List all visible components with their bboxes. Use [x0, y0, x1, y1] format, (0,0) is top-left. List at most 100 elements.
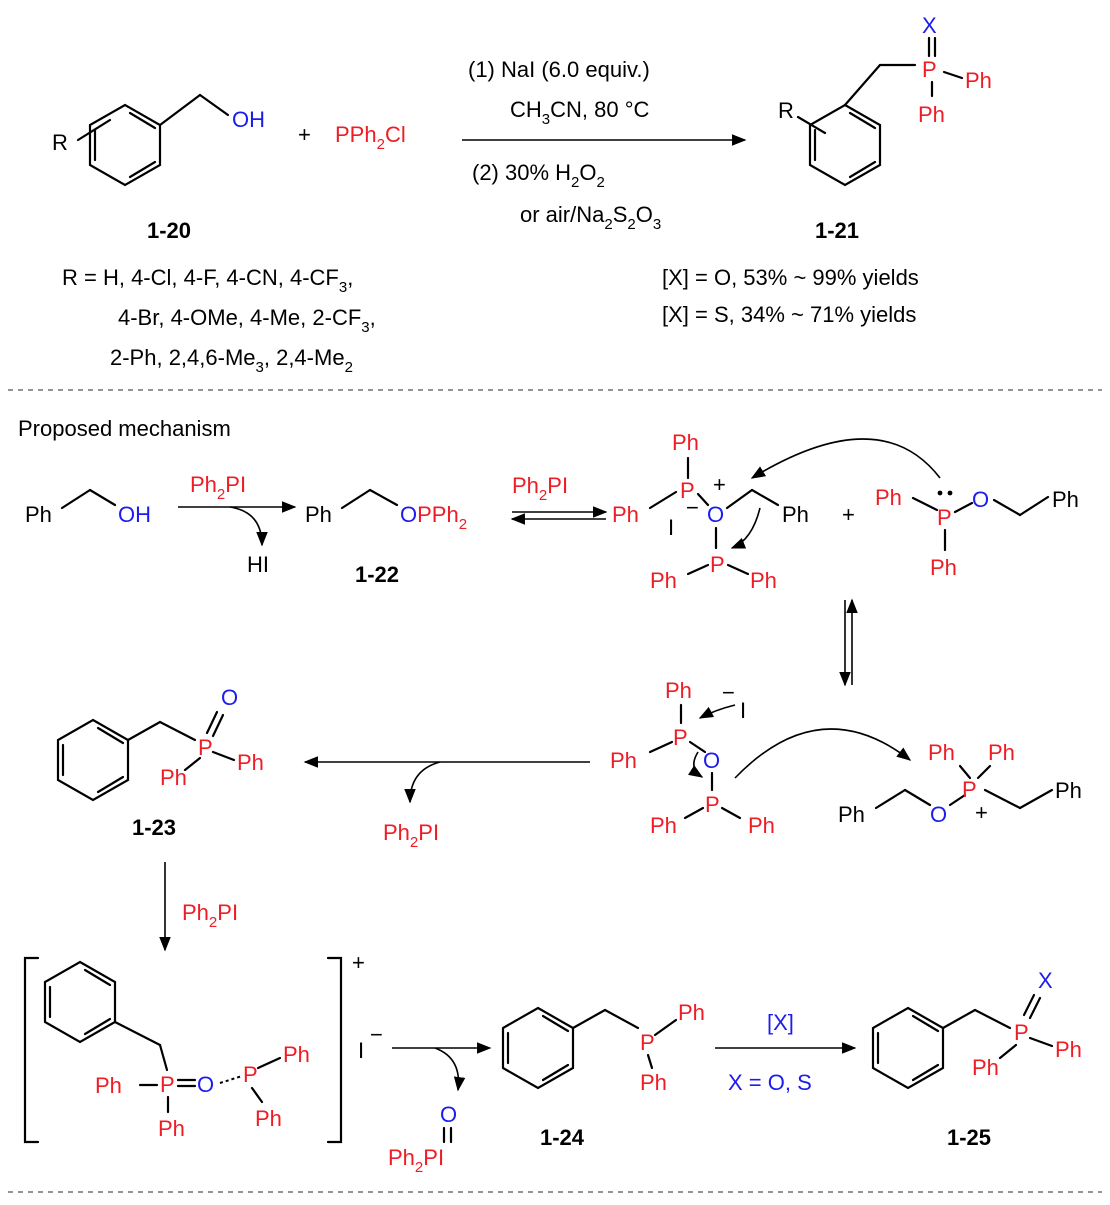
r-list-line-3: 2-Ph, 2,4,6-Me3, 2,4-Me2 [110, 345, 353, 376]
product-p: P [922, 57, 937, 82]
yield-oxide: [X] = O, 53% ~ 99% yields [662, 265, 919, 290]
compound-label-1-21: 1-21 [815, 218, 859, 243]
o-label: O [703, 748, 720, 773]
p-label: P [705, 792, 720, 817]
o-label: O [440, 1102, 457, 1127]
r-list-line-1: R = H, 4-Cl, 4-F, 4-CN, 4-CF3, [62, 265, 353, 296]
ph-label: Ph [678, 1000, 705, 1025]
arrow-oxide-release [434, 1047, 466, 1092]
compound-label-1-23: 1-23 [132, 815, 176, 840]
p-label: P [198, 735, 213, 760]
ph-label: Ph [1055, 778, 1082, 803]
ph-label: Ph [612, 502, 639, 527]
plus-sign-mech: + [842, 502, 855, 527]
attack-arrow-row2 [734, 728, 912, 779]
compound-1-25: X P Ph Ph 1-25 [871, 968, 1082, 1150]
opph2-label: OPPh2 [400, 502, 467, 533]
minus-label: − [370, 1022, 383, 1047]
mechanism-title: Proposed mechanism [18, 416, 231, 441]
p-label: P [640, 1030, 655, 1055]
hi-byproduct: HI [247, 552, 269, 577]
minus-label: − [686, 495, 699, 520]
ph-label: Ph [255, 1106, 282, 1131]
arrow-hi-release [229, 506, 268, 547]
plus-label: + [713, 472, 726, 497]
ph-label: Ph [305, 502, 332, 527]
ph-label: Ph [95, 1073, 122, 1098]
ph-label: Ph [972, 1055, 999, 1080]
ph-label: Ph [930, 555, 957, 580]
o-label: O [930, 802, 947, 827]
ph-label: Ph [750, 568, 777, 593]
ph-label: Ph [748, 813, 775, 838]
ph-label: Ph [1052, 487, 1079, 512]
phosphonium-intermediate: Ph P Ph I − O + Ph P Ph Ph [612, 430, 809, 593]
compound-1-24: P Ph Ph 1-24 [501, 1000, 705, 1150]
ph-label: Ph [672, 430, 699, 455]
reagent-pph2cl: PPh2Cl [335, 122, 406, 153]
ph-label: Ph [782, 502, 809, 527]
p-label: P [962, 777, 977, 802]
ph-label: Ph [160, 765, 187, 790]
ph-label: Ph [25, 502, 52, 527]
r-list-line-2: 4-Br, 4-OMe, 4-Me, 2-CF3, [118, 305, 376, 336]
condition-step1: (1) NaI (6.0 equiv.) [468, 57, 650, 82]
compound-1-23: O P Ph Ph 1-23 [56, 685, 264, 840]
minus-label: − [722, 680, 735, 705]
plus-label: + [975, 800, 988, 825]
o-label: O [197, 1072, 214, 1097]
attack-arrow-top [750, 438, 941, 479]
oh-label: OH [118, 502, 151, 527]
condition-x: [X] [767, 1010, 794, 1035]
o-label: O [707, 502, 724, 527]
bracketed-complex: + P O P Ph Ph Ph Ph [23, 950, 365, 1144]
ph-label: Ph [988, 740, 1015, 765]
starting-material-1-20: R OH 1-20 [52, 93, 265, 243]
ph-label: Ph [640, 1070, 667, 1095]
condition-step2: (2) 30% H2O2 [472, 160, 605, 191]
product-r: R [778, 98, 794, 123]
p-label: P [160, 1072, 175, 1097]
ph-label: Ph [928, 740, 955, 765]
phosphinite-nucleophile: Ph P Ph O Ph [875, 485, 1079, 580]
plus-label: + [352, 950, 365, 975]
ph-label: Ph [158, 1116, 185, 1141]
product-x: X [922, 13, 937, 38]
iodide-counterion: I [358, 1038, 364, 1063]
o-label: O [221, 685, 238, 710]
iodide-label: I [740, 698, 746, 723]
yield-sulfide: [X] = S, 34% ~ 71% yields [662, 302, 916, 327]
p-label: P [1014, 1020, 1029, 1045]
ph-label: Ph [610, 748, 637, 773]
p-label: P [937, 505, 952, 530]
reagent-ph2pi-3: Ph2PI [182, 900, 238, 931]
p-label: P [680, 478, 695, 503]
p-label: P [710, 552, 725, 577]
ph2p-oxide-byproduct: O Ph2PI [388, 1102, 457, 1176]
iodide-label: I [668, 515, 674, 540]
compound-label-1-25: 1-25 [947, 1125, 991, 1150]
o-label: O [972, 487, 989, 512]
plus-sign: + [298, 122, 311, 147]
ph-label: Ph [665, 678, 692, 703]
ph-label: Ph [875, 485, 902, 510]
ph-label: Ph [1055, 1037, 1082, 1062]
reaction-conditions: (1) NaI (6.0 equiv.) CH3CN, 80 °C (2) 30… [462, 57, 747, 233]
ph-label: Ph [650, 568, 677, 593]
diphosphorus-intermediate: Ph − I P Ph O P Ph Ph [610, 678, 775, 838]
condition-step2-alt: or air/Na2S2O3 [520, 202, 661, 233]
benzyl-phosphonium: Ph O P + Ph Ph Ph [838, 740, 1082, 827]
compound-1-22: Ph OPPh2 1-22 [305, 488, 467, 587]
p-label: P [673, 725, 688, 750]
condition-solvent: CH3CN, 80 °C [510, 97, 650, 128]
compound-label-1-22: 1-22 [355, 562, 399, 587]
compound-label-1-20: 1-20 [147, 218, 191, 243]
product-1-21: X P Ph Ph R 1-21 [778, 13, 992, 243]
x-label: X [1038, 968, 1053, 993]
reagent-ph2pi-1: Ph2PI [190, 472, 246, 503]
ph-label: Ph [237, 750, 264, 775]
byproduct-ph2pi: Ph2PI [383, 820, 439, 851]
arrow-ph2pi-release [404, 761, 441, 804]
p-label: P [243, 1062, 258, 1087]
